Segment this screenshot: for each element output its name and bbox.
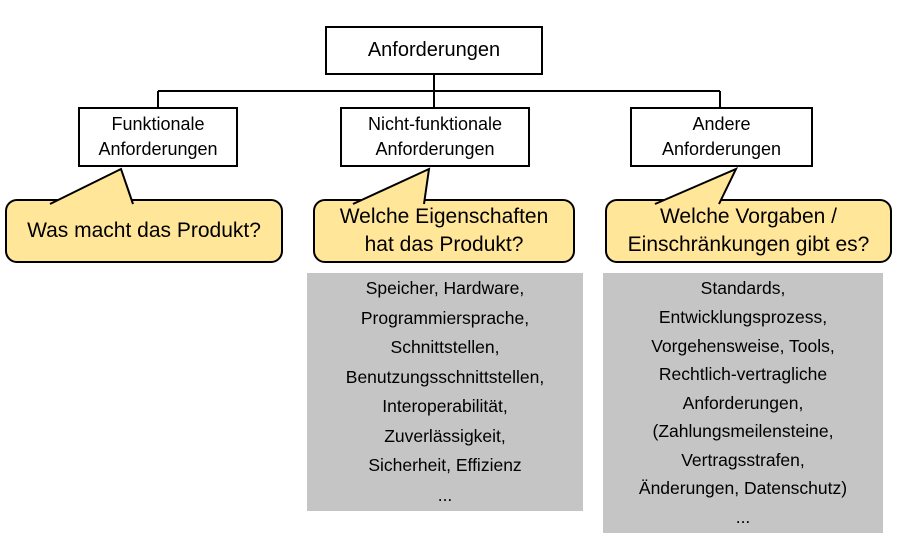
tree-connector-lines bbox=[157, 75, 721, 107]
panel-andere-details: Standards,Entwicklungsprozess,Vorgehensw… bbox=[603, 273, 883, 533]
tree-node-anforderungen: Anforderungen bbox=[325, 26, 543, 75]
callout-welche-vorgaben: Welche Vorgaben /Einschränkungen gibt es… bbox=[605, 199, 892, 263]
callout-was-macht-das-produkt: Was macht das Produkt? bbox=[5, 199, 283, 263]
panel-nicht-funktionale-details: Speicher, Hardware,Programmiersprache,Sc… bbox=[307, 273, 583, 511]
